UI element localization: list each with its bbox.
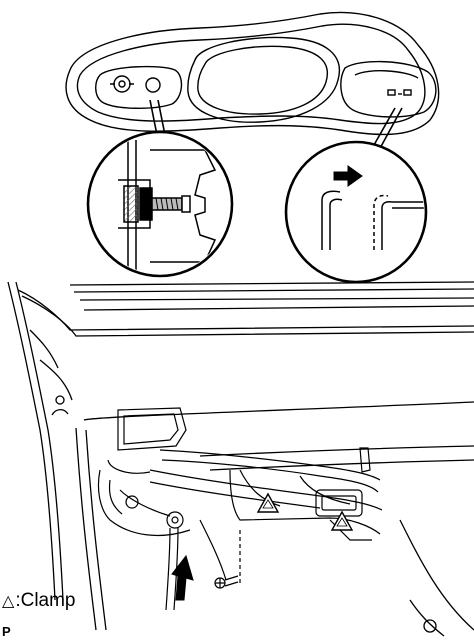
- inner-handle-wiring-assembly: [97, 407, 383, 611]
- clamp-marker: [330, 510, 354, 531]
- figure-code: P: [2, 624, 11, 639]
- pull-direction-arrow: [333, 165, 363, 187]
- clip-release-detail-circle: [284, 140, 428, 284]
- clamp-legend-separator: :: [15, 590, 21, 611]
- door-inner-panel: [7, 281, 474, 637]
- removal-direction-arrow: [171, 554, 194, 601]
- door-trim-handle-panel: [65, 11, 440, 136]
- screw-detail-circle: [86, 130, 234, 278]
- clamp-legend-symbol: △: [2, 593, 15, 610]
- clamp-legend: △ : Clamp: [2, 590, 76, 612]
- clamp-legend-label: Clamp: [20, 590, 76, 611]
